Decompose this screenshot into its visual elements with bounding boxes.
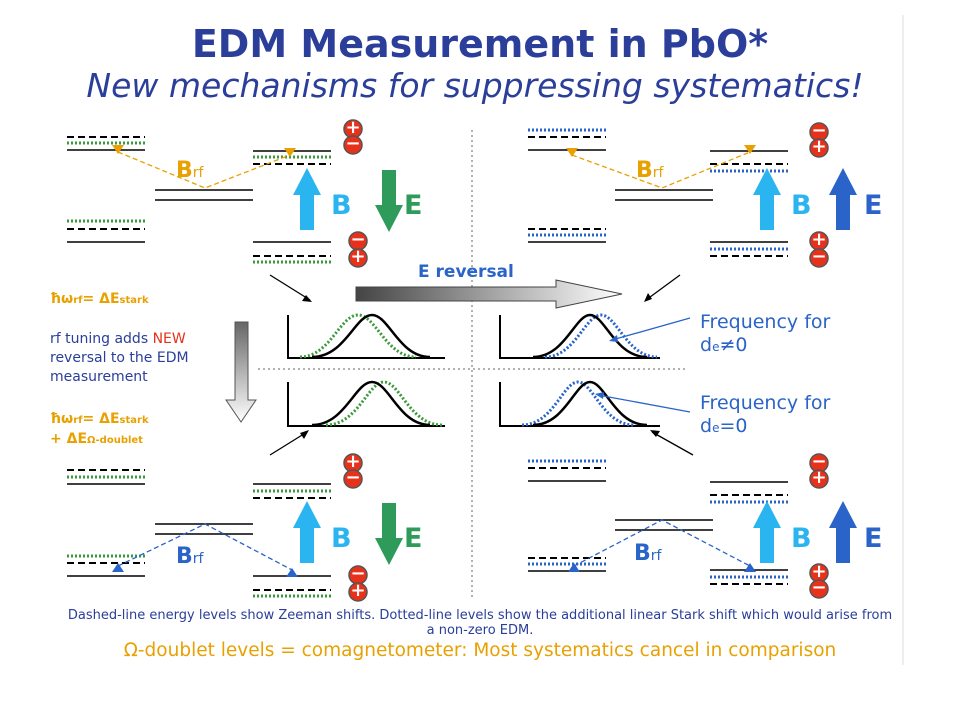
- e-reversal-label: E reversal: [418, 262, 514, 282]
- sign-marker-group: [809, 122, 829, 268]
- plus-sign: +: [811, 136, 827, 157]
- spectrum-top-right: [499, 313, 660, 359]
- caption-line-2: a non-zero EDM.: [426, 623, 534, 638]
- plus-sign: +: [350, 246, 366, 267]
- e-reversal-arrow: [355, 279, 623, 309]
- e-field-up-arrow: [829, 168, 857, 230]
- e-field-down-arrow: [375, 170, 403, 232]
- minus-sign: −: [811, 577, 827, 598]
- b-label: B: [331, 523, 352, 554]
- minus-sign: −: [350, 229, 366, 250]
- minus-sign: −: [345, 467, 361, 488]
- minus-sign: −: [811, 120, 827, 141]
- plus-sign: +: [345, 117, 361, 138]
- spectrum-top-left: [287, 313, 445, 359]
- minus-sign: −: [811, 451, 827, 472]
- pointer-arrows: [269, 274, 694, 456]
- slide-subtitle: New mechanisms for suppressing systemati…: [86, 66, 864, 105]
- quadrant-top-left: [67, 119, 403, 268]
- resonance-condition-1: ħωrf= ΔEstark: [50, 291, 149, 307]
- sign-marker-group: [343, 453, 368, 602]
- minus-sign: −: [345, 133, 361, 154]
- b-field-up-arrow: [293, 168, 321, 230]
- plus-sign: +: [811, 467, 827, 488]
- quadrant-bottom-right: [528, 453, 857, 599]
- b-label: B: [791, 523, 812, 554]
- plus-sign: +: [811, 561, 827, 582]
- sign-marker-group: [343, 119, 368, 268]
- b-field-up-arrow: [293, 501, 321, 563]
- brf-label: Brf: [634, 541, 662, 566]
- frequency-de-zero-label: Frequency for de=0: [700, 392, 831, 437]
- caption-line-1: Dashed-line energy levels show Zeeman sh…: [67, 608, 893, 623]
- sign-marker-group: [809, 453, 829, 599]
- resonance-condition-2: ħωrf= ΔEstark + ΔEΩ-doublet: [50, 411, 149, 447]
- plus-sign: +: [811, 229, 827, 250]
- slide-title: EDM Measurement in PbO*: [191, 22, 769, 66]
- omega-doublet-note: Ω-doublet levels = comagnetometer: Most …: [123, 640, 837, 661]
- spectrum-bottom-right: [499, 380, 660, 427]
- e-label: E: [864, 190, 883, 221]
- quadrant-bottom-left: [67, 453, 403, 602]
- e-label: E: [404, 523, 423, 554]
- down-reversal-arrow: [225, 321, 257, 423]
- minus-sign: −: [811, 246, 827, 267]
- quadrant-top-right: [528, 122, 857, 268]
- plus-sign: +: [350, 580, 366, 601]
- e-label: E: [864, 523, 883, 554]
- frequency-de-nonzero-label: Frequency for de≠0: [700, 311, 831, 356]
- e-label: E: [404, 190, 423, 221]
- brf-label: Brf: [636, 158, 664, 183]
- rf-tuning-note: rf tuning adds NEW reversal to the EDM m…: [50, 331, 189, 385]
- b-label: B: [331, 190, 352, 221]
- brf-label: Brf: [176, 544, 204, 569]
- b-field-up-arrow: [753, 501, 781, 563]
- minus-sign: −: [350, 563, 366, 584]
- e-field-up-arrow: [829, 501, 857, 563]
- plus-sign: +: [345, 451, 361, 472]
- e-field-down-arrow: [375, 503, 403, 565]
- spectrum-bottom-left: [287, 380, 445, 427]
- b-field-up-arrow: [753, 168, 781, 230]
- brf-label: Brf: [176, 158, 204, 183]
- b-label: B: [791, 190, 812, 221]
